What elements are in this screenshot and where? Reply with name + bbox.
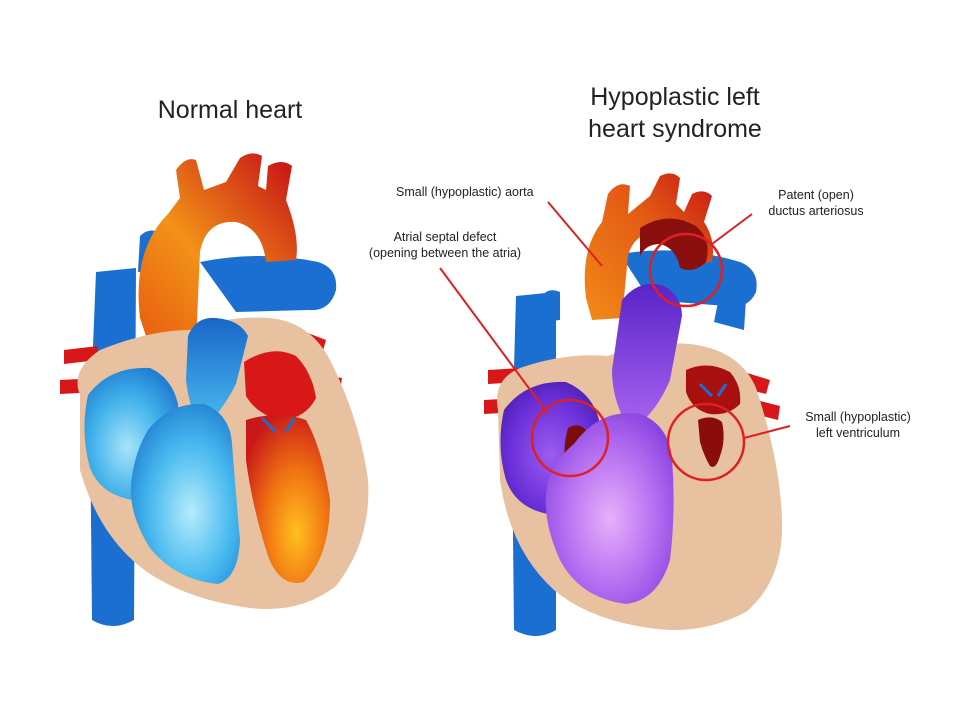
hlhs-heart: [439, 173, 791, 636]
asd-highlight-circle: [530, 398, 610, 478]
asd-label-line1: Atrial septal defect: [393, 230, 497, 244]
right-ventricle-hlhs: [545, 413, 674, 604]
lv-highlight-circle: [666, 402, 746, 482]
asd-leader-line: [439, 267, 549, 415]
small-hypoplastic-left-ventricle: [698, 417, 724, 467]
aortic-arch: [138, 153, 297, 348]
left-atrium: [244, 351, 316, 420]
pulmonary-trunk-hlhs: [612, 283, 682, 420]
pulmonary-artery-branch: [200, 256, 337, 312]
right-ventricle: [130, 403, 240, 584]
normal-heart-title: Normal heart: [157, 96, 303, 124]
normal-heart: [60, 153, 369, 626]
lv-leader-line: [743, 425, 791, 439]
pulmonary-trunk: [186, 317, 248, 420]
pda-label-line2: ductus arteriosus: [768, 204, 864, 218]
asd-label-line2: (opening between the atria): [368, 246, 522, 260]
left-ventricle: [246, 415, 330, 583]
pda-highlight-circle: [648, 232, 724, 308]
pda-leader-line: [711, 213, 753, 245]
aorta-leader-line: [547, 201, 603, 267]
lv-label-line2: left ventriculum: [815, 426, 901, 440]
lv-label-line1: Small (hypoplastic): [805, 410, 911, 424]
small-hypoplastic-aorta: [584, 173, 713, 320]
ductus-arteriosus: [640, 218, 708, 270]
aorta-label: Small (hypoplastic) aorta: [396, 185, 534, 199]
pda-label-line1: Patent (open): [778, 188, 854, 202]
hlhs-title-line1: Hypoplastic left: [590, 83, 760, 111]
hlhs-title-line2: heart syndrome: [588, 115, 762, 143]
left-atrium-hlhs: [686, 365, 741, 415]
